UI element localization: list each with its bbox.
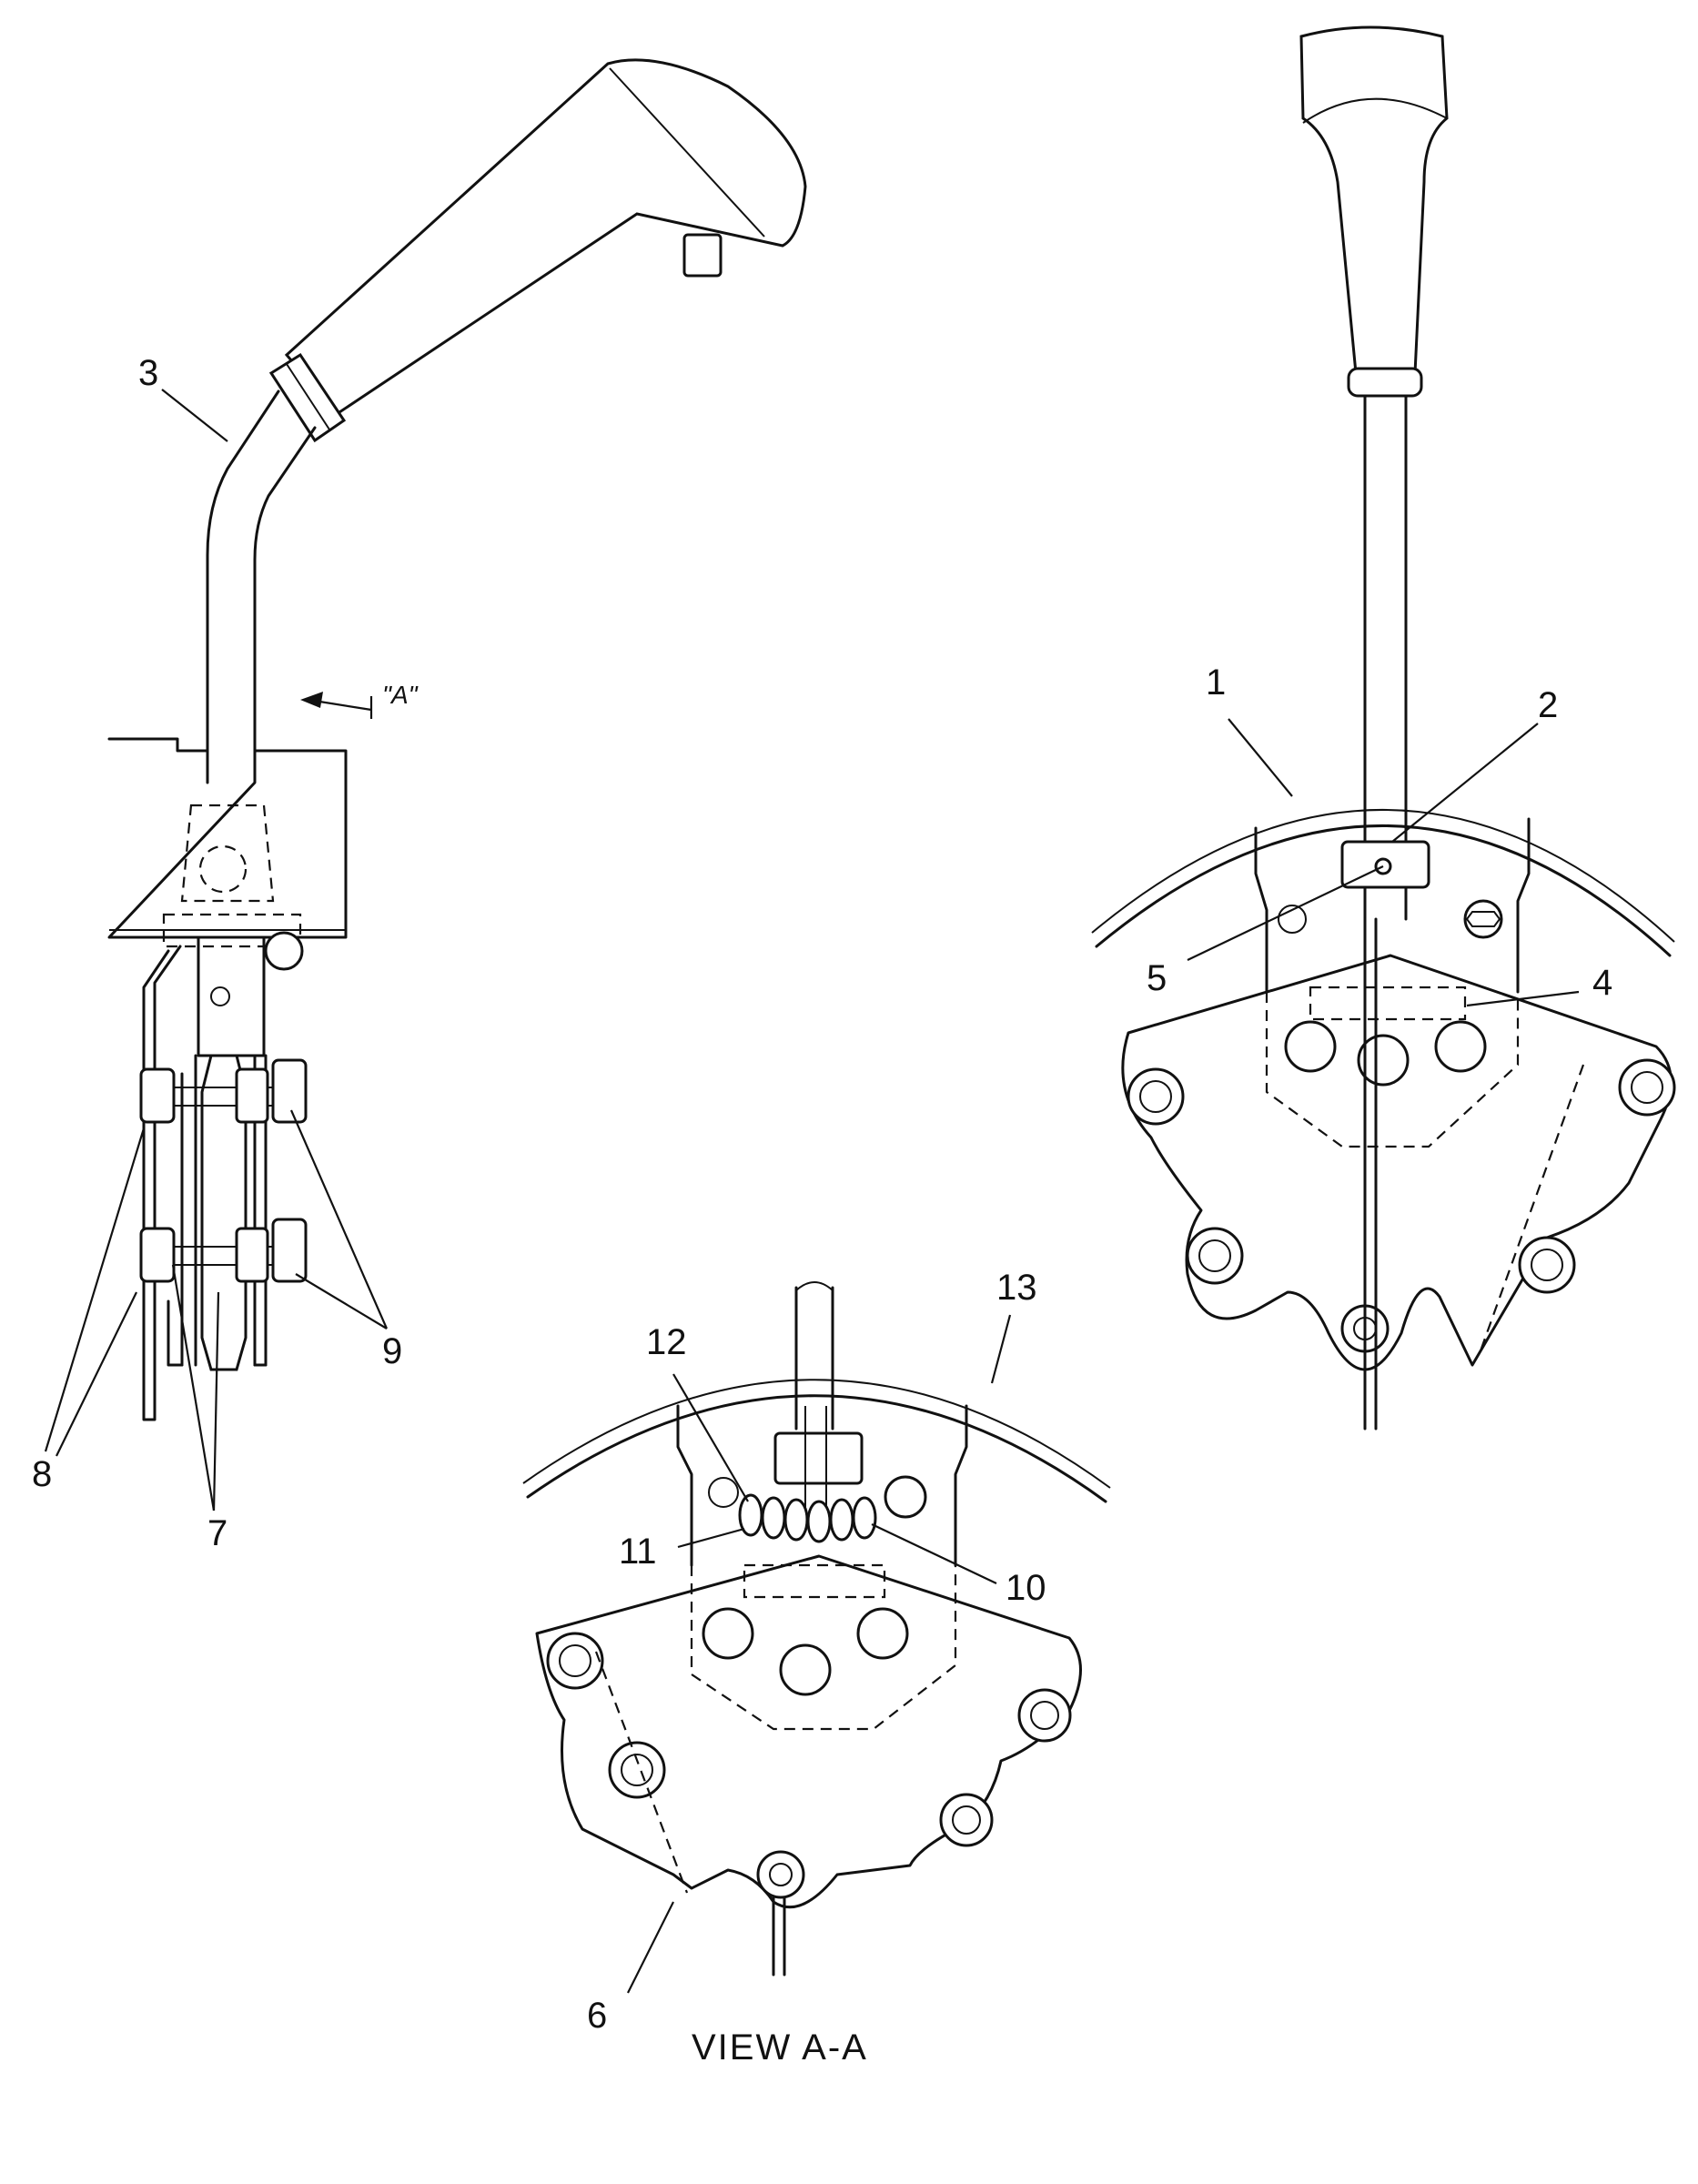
- side-mount-block: [107, 737, 348, 939]
- front-bracket: [1254, 817, 1531, 994]
- view-guide-arc: [526, 1394, 1107, 1503]
- section-mark-a: "A": [382, 681, 418, 709]
- callout-12: 12: [646, 1322, 687, 1362]
- front-knob-collar: [1347, 367, 1423, 398]
- side-knob: [284, 58, 807, 416]
- front-segment-plate: [1121, 954, 1673, 1371]
- view-boss: [546, 1632, 1072, 1899]
- view-a-a: [522, 1281, 1111, 1994]
- side-jam-nut: [268, 352, 347, 443]
- spring: [738, 1493, 877, 1543]
- side-plate: [200, 1054, 248, 1371]
- section-a-arrow: [313, 696, 373, 719]
- callout-1: 1: [1206, 662, 1227, 703]
- side-lower-bolt: [139, 1218, 308, 1283]
- view-label: VIEW A-A: [692, 2027, 868, 2068]
- side-upper-bolt: [139, 1058, 308, 1124]
- front-view: [1091, 25, 1676, 1431]
- callout-4: 4: [1592, 963, 1613, 1003]
- callout-13: 13: [996, 1268, 1037, 1308]
- callout-3: 3: [138, 353, 159, 393]
- side-knob-button: [682, 233, 723, 278]
- callout-11: 11: [619, 1532, 657, 1572]
- view-segment-plate: [535, 1554, 1082, 1909]
- side-lever-rod: [206, 389, 280, 775]
- front-guide-arc: [1095, 824, 1672, 957]
- side-link-rod: [142, 945, 182, 1421]
- callout-5: 5: [1147, 958, 1167, 998]
- callout-6: 6: [587, 1996, 608, 2036]
- callout-2: 2: [1538, 685, 1559, 725]
- callout-8: 8: [32, 1454, 53, 1494]
- side-view: [44, 58, 807, 1512]
- front-boss: [1127, 1058, 1676, 1353]
- callout-10: 10: [1006, 1568, 1046, 1608]
- callout-7: 7: [207, 1513, 228, 1553]
- front-knob: [1299, 25, 1449, 375]
- callout-9: 9: [382, 1331, 403, 1371]
